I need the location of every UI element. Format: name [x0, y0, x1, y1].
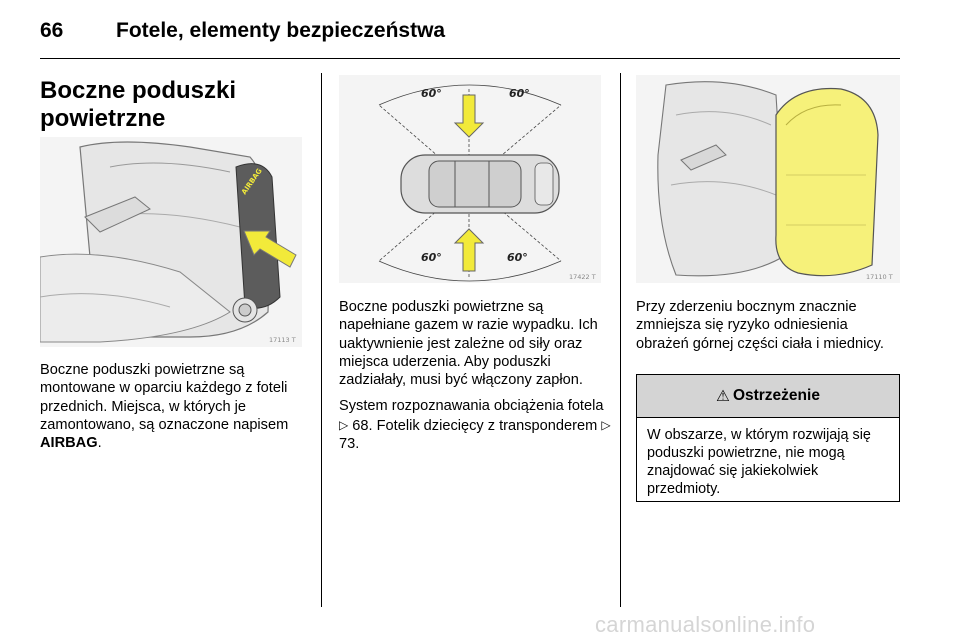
page-header-title: Fotele, elementy bezpieczeństwa: [116, 19, 446, 42]
page-reference-icon: ▷: [339, 417, 349, 432]
col2-text: Boczne poduszki powietrzne są napełniane…: [339, 298, 611, 461]
warning-body: W obszarze, w którym rozwijają się podus…: [647, 427, 871, 497]
car-diagram-code: 17422 T: [569, 273, 596, 281]
seat-airbag-figure: AIRBAG 17113 T: [40, 137, 302, 347]
col2-paragraph-1: Boczne poduszki powietrzne są napełniane…: [339, 299, 598, 389]
col3-paragraph-1: Przy zderzeniu bocznym znacznie zmniejsz…: [636, 299, 884, 352]
column-divider-2: [620, 73, 621, 607]
col2-paragraph-2: System rozpoznawania obciążenia fotela ▷…: [339, 397, 611, 453]
col2-para2-c: 73.: [339, 436, 360, 453]
deployed-airbag-figure: 17110 T: [636, 75, 900, 283]
warning-header: ⚠ Ostrzeżenie: [637, 375, 899, 418]
angle-label-top-left: 60°: [421, 87, 442, 100]
col1-paragraph: Boczne poduszki powietrzne są montowane …: [40, 361, 312, 452]
seat-figure-code: 17113 T: [269, 336, 296, 344]
col1-text-after: .: [97, 435, 102, 452]
section-title: Boczne poduszki powietrzne: [40, 77, 310, 133]
col1-text-before: Boczne poduszki powietrzne są montowane …: [40, 362, 289, 433]
warning-box: ⚠ Ostrzeżenie W obszarze, w którym rozwi…: [636, 374, 900, 502]
col2-para2-a: System rozpoznawania obciążenia fotela: [339, 398, 604, 415]
watermark: carmanualsonline.info: [595, 612, 816, 637]
warning-triangle-icon: ⚠: [716, 387, 730, 405]
col3-text: Przy zderzeniu bocznym znacznie zmniejsz…: [636, 298, 900, 361]
col2-para2-b: 68. Fotelik dziecięcy z transponderem: [348, 417, 602, 434]
angle-label-top-right: 60°: [509, 87, 530, 100]
car-airbag-angle-diagram: 60° 60° 60° 60° 17422 T: [339, 75, 601, 283]
page-reference-icon-2: ▷: [601, 417, 611, 432]
header-divider: [40, 58, 900, 59]
section-title-line-1: Boczne poduszki: [40, 77, 237, 104]
angle-label-bottom-left: 60°: [421, 251, 442, 264]
angle-label-bottom-right: 60°: [507, 251, 528, 264]
page-number: 66: [40, 19, 64, 42]
deployed-airbag-code: 17110 T: [866, 273, 893, 281]
warning-title: Ostrzeżenie: [732, 387, 820, 404]
airbag-strong-label: AIRBAG: [40, 435, 98, 452]
column-divider-1: [321, 73, 322, 607]
col1-text: Boczne poduszki powietrzne są montowane …: [40, 361, 312, 460]
section-title-line-2: powietrzne: [40, 105, 166, 132]
